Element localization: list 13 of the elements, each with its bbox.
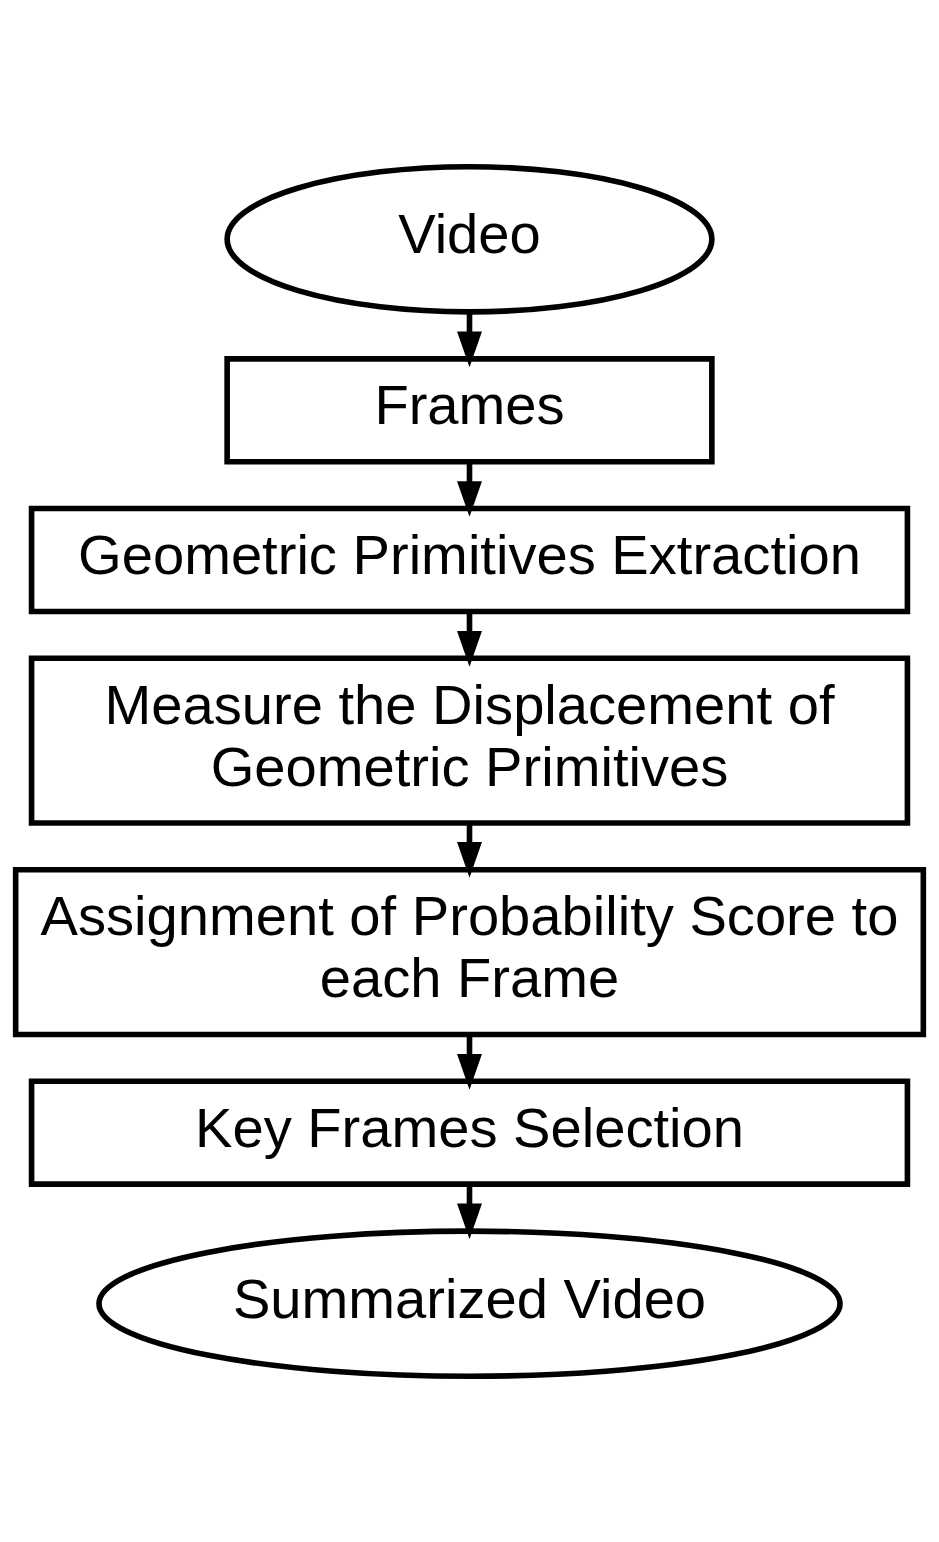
node-ellipse: Video bbox=[224, 163, 715, 315]
arrow bbox=[457, 1184, 482, 1239]
arrow bbox=[457, 311, 482, 367]
arrow bbox=[457, 611, 482, 667]
node-box: Measure the Displacement of Geometric Primitives bbox=[28, 654, 911, 826]
arrow bbox=[457, 822, 482, 878]
arrow bbox=[457, 1034, 482, 1090]
node-box: Key Frames Selection bbox=[28, 1077, 911, 1187]
node-box: Frames bbox=[224, 355, 715, 465]
arrow bbox=[457, 461, 482, 517]
node-box: Assignment of Probability Score to each Frame bbox=[12, 866, 927, 1037]
node-ellipse: Summarized Video bbox=[96, 1227, 843, 1379]
node-box: Geometric Primitives Extraction bbox=[28, 505, 911, 614]
